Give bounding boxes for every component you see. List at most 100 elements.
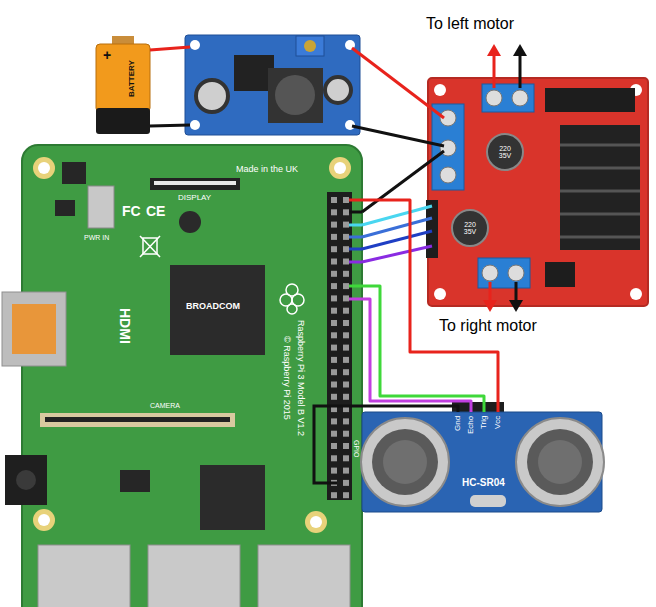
terminal-screw <box>508 265 524 281</box>
audio-jack <box>5 455 47 505</box>
crystal <box>470 495 506 507</box>
gpio-pin <box>331 455 337 461</box>
gpio-pin <box>331 222 337 228</box>
capacitor <box>452 210 488 246</box>
terminal-screw <box>482 265 498 281</box>
wire <box>349 248 362 251</box>
wire <box>349 236 362 239</box>
terminal-hole <box>190 120 200 130</box>
camera-connector <box>45 417 230 422</box>
wire <box>362 231 432 249</box>
gpio-pins <box>331 197 349 498</box>
gpio-pin <box>343 222 349 228</box>
gpio-pin <box>343 431 349 437</box>
header-label: GPIO <box>353 440 360 458</box>
inductor <box>179 211 201 233</box>
transducer <box>527 429 593 495</box>
heatsink <box>560 125 640 250</box>
cert-mark: CE <box>146 204 165 218</box>
board-marking: © Raspberry Pi 2015 <box>282 336 291 420</box>
gpio-pin <box>331 283 337 289</box>
heatsink-fin <box>560 167 640 170</box>
motor-label: To right motor <box>439 318 537 334</box>
battery-body <box>96 108 150 134</box>
raspberry-pi-board: Made in the UKDISPLAYPWR INFCCEHDMIBROAD… <box>22 145 362 607</box>
gpio-pin <box>331 345 337 351</box>
gpio-pin <box>331 320 337 326</box>
sensor-pin-header <box>452 402 504 412</box>
gpio-pin <box>331 246 337 252</box>
pin-name: Echo <box>467 416 475 434</box>
mount-hole <box>33 509 55 531</box>
motor-arrow <box>509 300 523 312</box>
gpio-pin <box>331 209 337 215</box>
gpio-header <box>327 192 352 500</box>
gpio-pin <box>331 418 337 424</box>
raspberry-logo <box>287 304 297 314</box>
wire <box>362 151 444 212</box>
pi-board <box>22 145 362 607</box>
motor-arrow <box>487 44 501 56</box>
mount-hole <box>310 516 322 528</box>
cert-mark: FC <box>122 204 141 218</box>
mount-hole <box>38 514 50 526</box>
gpio-pin <box>331 443 337 449</box>
gpio-pin <box>331 234 337 240</box>
wire <box>150 125 190 126</box>
mount-hole <box>33 157 55 179</box>
wire <box>150 47 190 50</box>
usb-hub-chip <box>200 465 265 530</box>
gpio-pin <box>343 259 349 265</box>
usb-port <box>148 545 240 607</box>
mount-hole <box>434 84 446 96</box>
control-header <box>426 200 438 258</box>
wire <box>352 48 444 118</box>
board-name: Raspberry Pi 3 Model B V1.2 <box>296 320 305 436</box>
gpio-pin <box>343 480 349 486</box>
gpio-pin <box>343 332 349 338</box>
potentiometer <box>304 40 316 52</box>
gpio-pin <box>331 468 337 474</box>
pin-name: Trig <box>480 416 488 429</box>
gpio-pin <box>343 308 349 314</box>
gpio-pin <box>343 345 349 351</box>
gpio-pin <box>343 394 349 400</box>
capacitor <box>487 134 523 170</box>
gpio-pin <box>343 295 349 301</box>
audio-jack <box>16 470 36 490</box>
smd-component <box>62 162 86 184</box>
gpio-pin <box>331 382 337 388</box>
wire <box>362 246 432 262</box>
wire <box>349 224 362 227</box>
transducer <box>383 440 427 484</box>
capacitor-marking: 220 35V <box>494 145 516 160</box>
smd-component <box>55 200 75 216</box>
wire <box>349 211 362 214</box>
gpio-pin <box>343 492 349 498</box>
gpio-pin <box>343 197 349 203</box>
capacitor <box>325 77 351 103</box>
jumper-wire <box>362 200 498 412</box>
mount-hole <box>38 162 50 174</box>
jumper-header <box>545 88 635 112</box>
gpio-pin <box>343 320 349 326</box>
gpio-pin <box>343 271 349 277</box>
terminal-screw <box>512 90 528 106</box>
usb-port <box>38 545 130 607</box>
motor-arrow <box>515 282 518 302</box>
terminal-screw <box>440 167 456 183</box>
inductor <box>275 75 315 115</box>
connector-label: DISPLAY <box>178 194 211 202</box>
transducer <box>361 418 449 506</box>
weee-bin-icon <box>140 236 160 257</box>
polarity-mark: + <box>103 48 111 62</box>
terminal-hole <box>190 40 200 50</box>
display-connector <box>154 181 236 185</box>
gpio-pin <box>343 283 349 289</box>
gpio-pin <box>343 468 349 474</box>
battery: +BATTERY <box>96 36 150 134</box>
gpio-pin <box>331 369 337 375</box>
gpio-pin <box>343 418 349 424</box>
transducer <box>538 440 582 484</box>
